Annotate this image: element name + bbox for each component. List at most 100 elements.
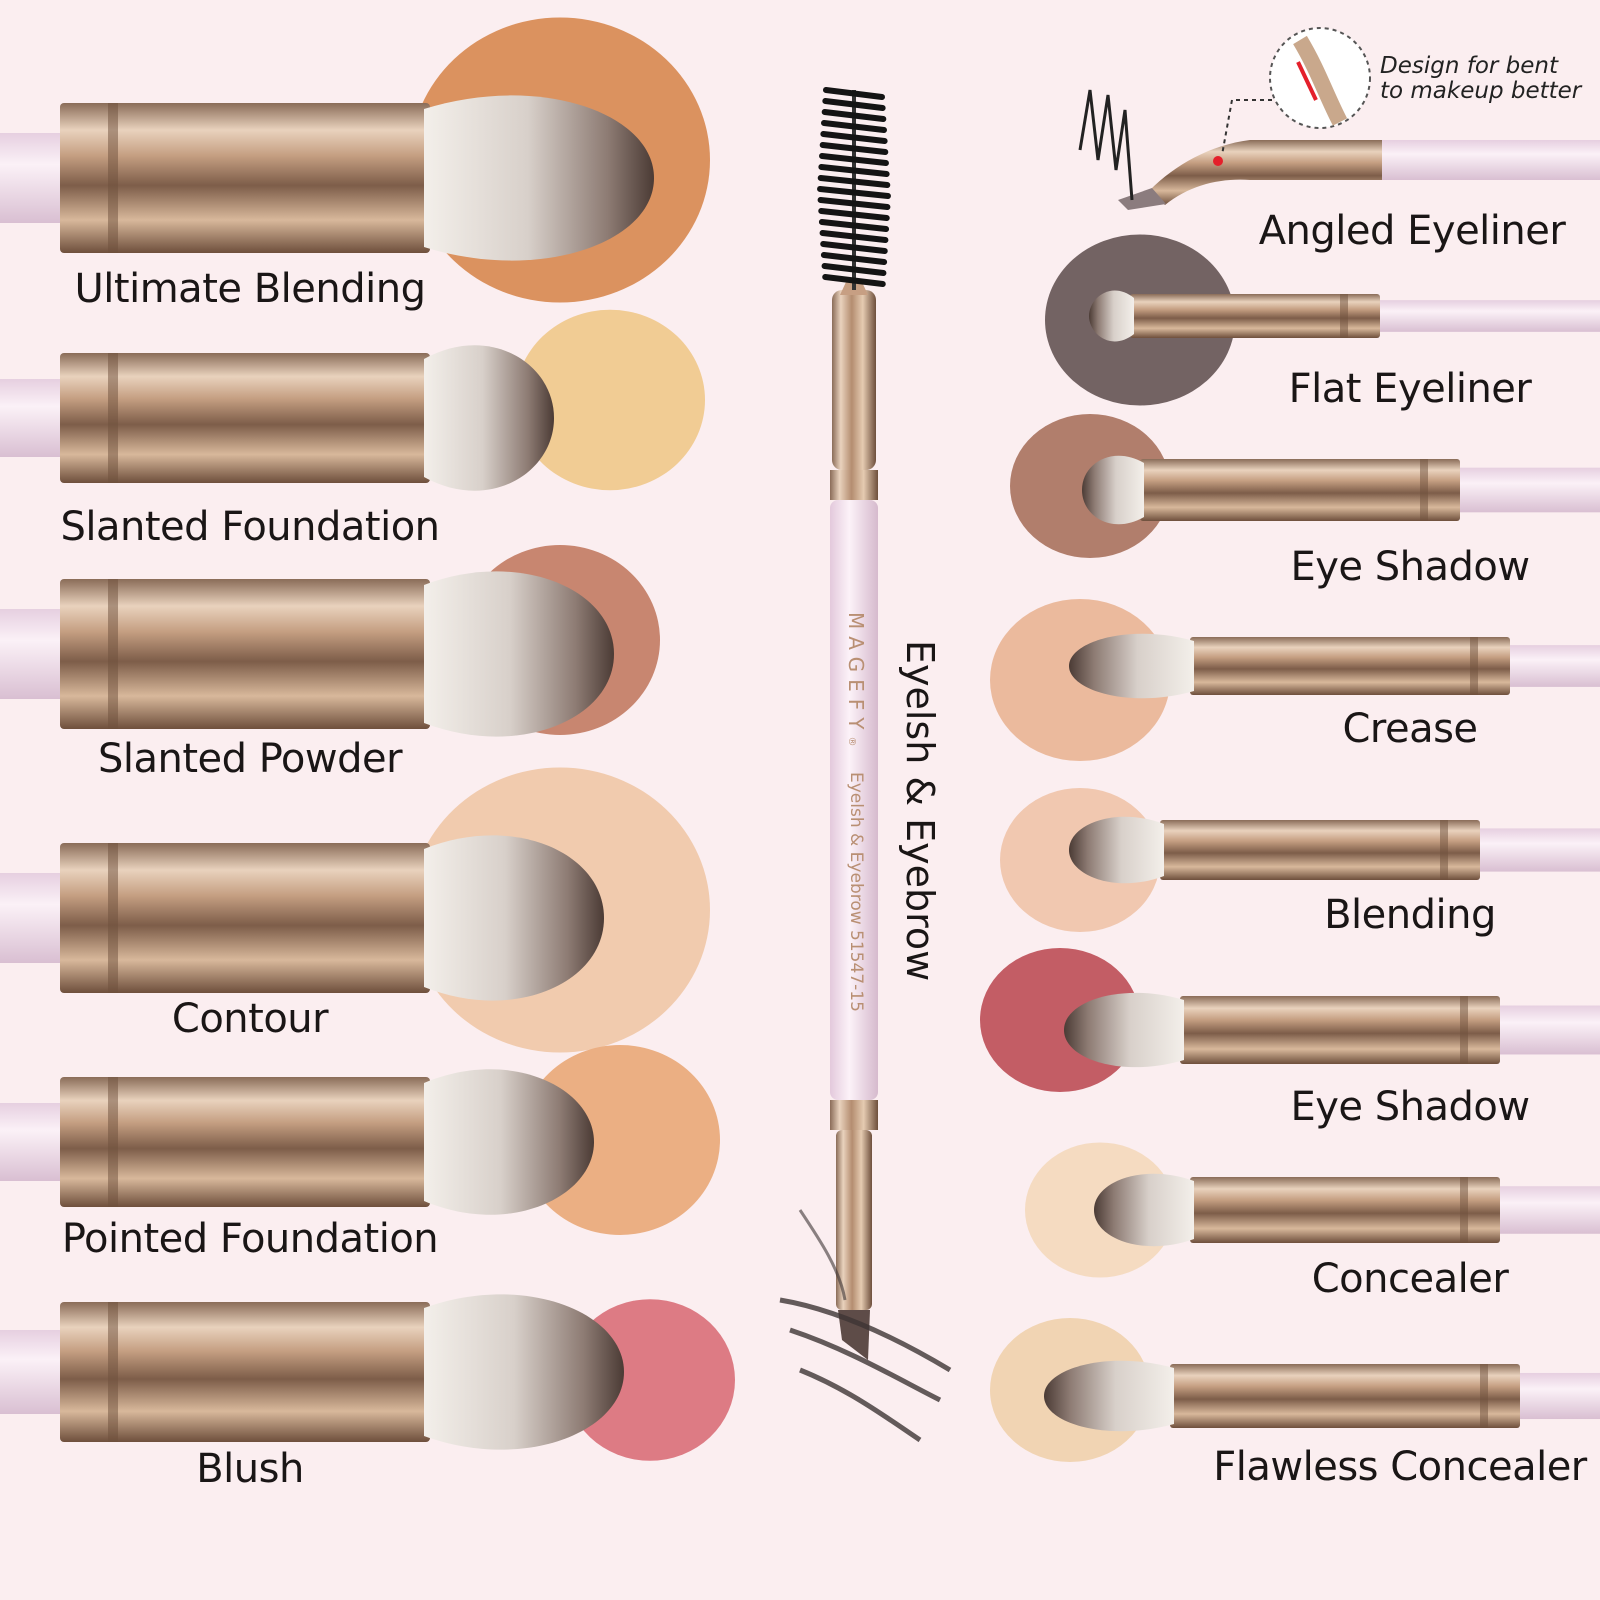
spoolie-bristle xyxy=(818,208,890,221)
spoolie-bristle xyxy=(819,142,889,155)
brush-bristles xyxy=(424,571,614,737)
brush-handle xyxy=(1510,645,1600,687)
spoolie-bristle xyxy=(818,164,890,177)
callout-line-2: to makeup better xyxy=(1380,78,1582,104)
label-slanted-powder: Slanted Powder xyxy=(97,736,403,782)
ferrule-crimp xyxy=(108,843,118,993)
brush-bristles xyxy=(1094,1173,1194,1247)
ferrule-crimp xyxy=(1460,1177,1468,1243)
brush-handle xyxy=(0,379,64,457)
ferrule-crimp xyxy=(1440,820,1448,880)
bend-point-marker xyxy=(1213,156,1223,166)
brush-handle xyxy=(1480,828,1600,872)
ferrule-crimp xyxy=(108,103,118,253)
spoolie-bristle xyxy=(818,219,890,232)
angled-brow-ferrule xyxy=(836,1130,872,1310)
label-crease: Crease xyxy=(1342,706,1478,752)
label-ultimate-blending: Ultimate Blending xyxy=(74,266,426,312)
brand-imprint: MAGEFY® xyxy=(844,612,868,746)
label-blending: Blending xyxy=(1324,892,1496,938)
brush-ferrule xyxy=(60,843,430,993)
brush-handle xyxy=(0,609,64,699)
brush-ferrule xyxy=(1190,637,1510,695)
ferrule-crimp xyxy=(1340,294,1348,338)
spoolie-bristle xyxy=(822,274,886,287)
label-flat-eyeliner: Flat Eyeliner xyxy=(1288,366,1532,412)
brush-bristles xyxy=(1044,1360,1174,1432)
ferrule-crimp xyxy=(1470,637,1478,695)
spoolie-bristle xyxy=(817,175,891,188)
label-pointed-foundation: Pointed Foundation xyxy=(61,1216,439,1262)
brush-handle xyxy=(1460,467,1600,513)
spoolie-bristle xyxy=(819,153,889,166)
spoolie-bristle xyxy=(819,230,889,243)
callout-line-1: Design for bent xyxy=(1380,53,1559,79)
angled-eyeliner-tip xyxy=(1118,188,1166,210)
brush-bristles xyxy=(1069,633,1194,699)
brush-ferrule xyxy=(60,1302,430,1442)
label-blush: Blush xyxy=(196,1446,304,1492)
angled-eyeliner-ferrule xyxy=(1150,140,1382,205)
label-flawless-concealer: Flawless Concealer xyxy=(1213,1444,1587,1490)
ferrule-crimp xyxy=(1420,459,1428,521)
label-eye-shadow-1: Eye Shadow xyxy=(1290,544,1530,590)
label-eye-shadow-2: Eye Shadow xyxy=(1290,1084,1530,1130)
brush-bristles xyxy=(424,1069,594,1215)
label-contour: Contour xyxy=(171,996,329,1042)
spoolie-bristle xyxy=(822,98,886,111)
brush-handle xyxy=(0,1103,64,1181)
spoolie-bristle xyxy=(823,87,885,100)
spoolie-bristle xyxy=(817,197,891,210)
brush-bristles xyxy=(424,1294,624,1450)
brush-handle xyxy=(1520,1372,1600,1420)
brush-handle xyxy=(1380,300,1600,332)
brush-ferrule xyxy=(1190,1177,1500,1243)
spoolie-bristle xyxy=(820,131,888,144)
brush-bristles xyxy=(424,835,604,1001)
brush-ferrule xyxy=(1140,459,1460,521)
ferrule-crimp xyxy=(1480,1364,1488,1428)
brush-ferrule xyxy=(1160,820,1480,880)
brush-bristles xyxy=(424,345,554,491)
label-slanted-foundation: Slanted Foundation xyxy=(60,504,440,550)
brush-handle xyxy=(1500,1005,1600,1055)
brand-name: MAGEFY xyxy=(844,612,868,737)
spoolie-bristle xyxy=(821,109,887,122)
brush-ferrule xyxy=(60,353,430,483)
brush-ferrule xyxy=(60,1077,430,1207)
spoolie-bristle xyxy=(820,252,888,265)
center-ring-bottom xyxy=(830,1100,878,1130)
brush-ferrule xyxy=(1170,1364,1520,1428)
center-handle xyxy=(830,500,878,1100)
callout-brush-detail xyxy=(1293,35,1348,126)
brush-ferrule xyxy=(60,579,430,729)
spoolie-ferrule xyxy=(832,290,876,470)
brow-pencil-strokes xyxy=(779,1297,952,1443)
label-eyelash-eyebrow: Eyelsh & Eyebrow xyxy=(898,640,942,982)
spoolie-bristle xyxy=(821,263,887,276)
brush-bristles xyxy=(1064,992,1184,1068)
brush-ferrule xyxy=(1130,294,1380,338)
brush-bristles xyxy=(1069,816,1164,884)
brush-bristles xyxy=(1089,290,1134,342)
brow-hair-strokes xyxy=(798,1209,847,1301)
brand-mark: ® xyxy=(846,736,857,747)
callout-text: Design for bent to makeup better xyxy=(1380,54,1581,104)
eyeliner-scribble xyxy=(1078,89,1134,201)
model-imprint: Eyelsh & Eyebrow 51547-15 xyxy=(846,772,866,1012)
brush-bristles xyxy=(1082,455,1144,525)
spoolie-bristle xyxy=(820,241,888,254)
callout-leader-line xyxy=(1221,99,1272,156)
ferrule-crimp xyxy=(108,579,118,729)
ferrule-crimp xyxy=(108,353,118,483)
brush-handle xyxy=(0,133,64,223)
ferrule-crimp xyxy=(108,1077,118,1207)
spoolie-bristle xyxy=(817,186,891,199)
brush-handle xyxy=(0,1330,64,1414)
label-concealer: Concealer xyxy=(1311,1256,1509,1302)
center-ring-top xyxy=(830,470,878,500)
ferrule-crimp xyxy=(108,1302,118,1442)
product-swatch xyxy=(515,309,705,491)
brush-handle xyxy=(0,873,64,963)
brush-ferrule xyxy=(60,103,430,253)
